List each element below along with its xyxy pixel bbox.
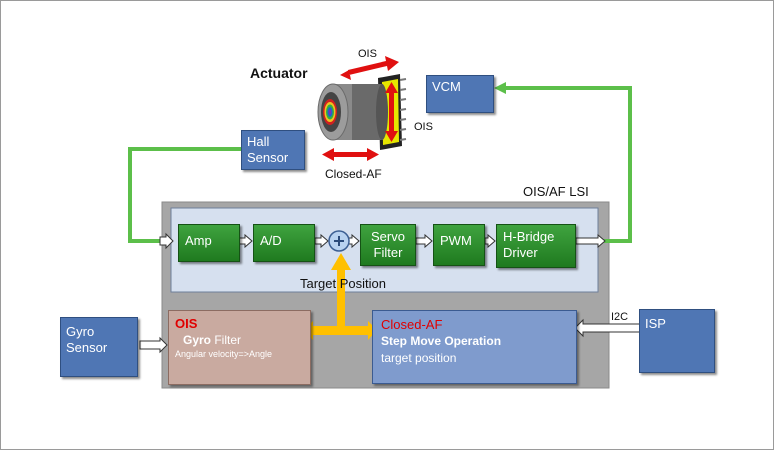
af-panel-title: Closed-AF bbox=[381, 317, 443, 332]
hollow-arrow-gyro bbox=[139, 336, 168, 354]
ois-top-label: OIS bbox=[358, 48, 377, 60]
af-panel-line2: target position bbox=[381, 351, 457, 365]
ois-panel-filter: Filter bbox=[211, 333, 242, 347]
closed-af-arrow-icon bbox=[322, 148, 379, 161]
gyro-sensor-label-line2: Sensor bbox=[66, 340, 108, 355]
closed-af-label: Closed-AF bbox=[325, 167, 382, 181]
ois-horizontal-arrow-icon bbox=[340, 56, 399, 80]
target-position-label: Target Position bbox=[300, 276, 386, 291]
servo-filter-block: Servo Filter bbox=[360, 224, 416, 266]
ois-panel-title: OIS bbox=[175, 316, 198, 331]
hall-sensor-label-line1: Hall bbox=[247, 134, 270, 149]
ad-block: A/D bbox=[253, 224, 315, 262]
amp-block: Amp bbox=[178, 224, 240, 262]
h-bridge-label-line1: H-Bridge bbox=[503, 229, 555, 244]
driver-to-vcm-wire bbox=[502, 86, 632, 243]
orange-arrow-up-head bbox=[331, 253, 351, 270]
pwm-block: PWM bbox=[433, 224, 485, 266]
isp-box: ISP bbox=[639, 309, 715, 373]
ois-vertical-arrow-icon bbox=[385, 82, 398, 142]
actuator-title: Actuator bbox=[250, 65, 308, 81]
ois-panel-line1: Gyro Filter bbox=[175, 332, 304, 348]
ad-label: A/D bbox=[260, 233, 282, 248]
gyro-sensor-box: Gyro Sensor bbox=[60, 317, 138, 377]
servo-filter-label-line2: Filter bbox=[373, 245, 403, 260]
vcm-arrowhead bbox=[494, 82, 506, 94]
af-panel-line1: Step Move Operation bbox=[381, 334, 502, 348]
hollow-arrow-amp bbox=[159, 232, 174, 250]
actuator-camera-icon bbox=[317, 74, 407, 150]
vcm-label: VCM bbox=[432, 79, 461, 94]
i2c-label: I2C bbox=[611, 311, 629, 323]
summing-junction-icon bbox=[328, 230, 350, 252]
vcm-box: VCM bbox=[426, 75, 494, 113]
hollow-arrow-isp bbox=[574, 318, 641, 338]
h-bridge-label-line2: Driver bbox=[503, 245, 538, 260]
closed-af-panel: Closed-AF Step Move Operation target pos… bbox=[372, 310, 577, 384]
hollow-arrow-pwm-hbridge bbox=[484, 233, 496, 249]
hollow-arrow-ad-sum bbox=[314, 233, 329, 249]
pwm-label: PWM bbox=[440, 233, 472, 248]
ois-panel-line2: Angular velocity=>Angle bbox=[175, 349, 273, 359]
hollow-arrow-sum-servo bbox=[348, 233, 360, 249]
lsi-label: OIS/AF LSI bbox=[523, 184, 589, 199]
ois-gyro-filter-panel: OIS Gyro Filter Angular velocity=>Angle bbox=[168, 310, 311, 385]
hollow-arrow-amp-ad bbox=[238, 233, 253, 249]
hall-sensor-box: Hall Sensor bbox=[241, 130, 305, 170]
hollow-arrow-hbridge-out bbox=[575, 233, 606, 249]
servo-filter-label-line1: Servo bbox=[371, 229, 405, 244]
ois-right-label: OIS bbox=[414, 121, 433, 133]
orange-vertical bbox=[337, 268, 345, 331]
isp-label: ISP bbox=[645, 316, 666, 331]
hall-to-amp-wire bbox=[128, 147, 241, 243]
h-bridge-driver-block: H-Bridge Driver bbox=[496, 224, 576, 268]
hall-sensor-label-line2: Sensor bbox=[247, 150, 289, 165]
ois-panel-gyro: Gyro bbox=[183, 333, 212, 347]
hollow-arrow-servo-pwm bbox=[415, 233, 433, 249]
amp-label: Amp bbox=[185, 233, 212, 248]
gyro-sensor-label-line1: Gyro bbox=[66, 324, 95, 339]
